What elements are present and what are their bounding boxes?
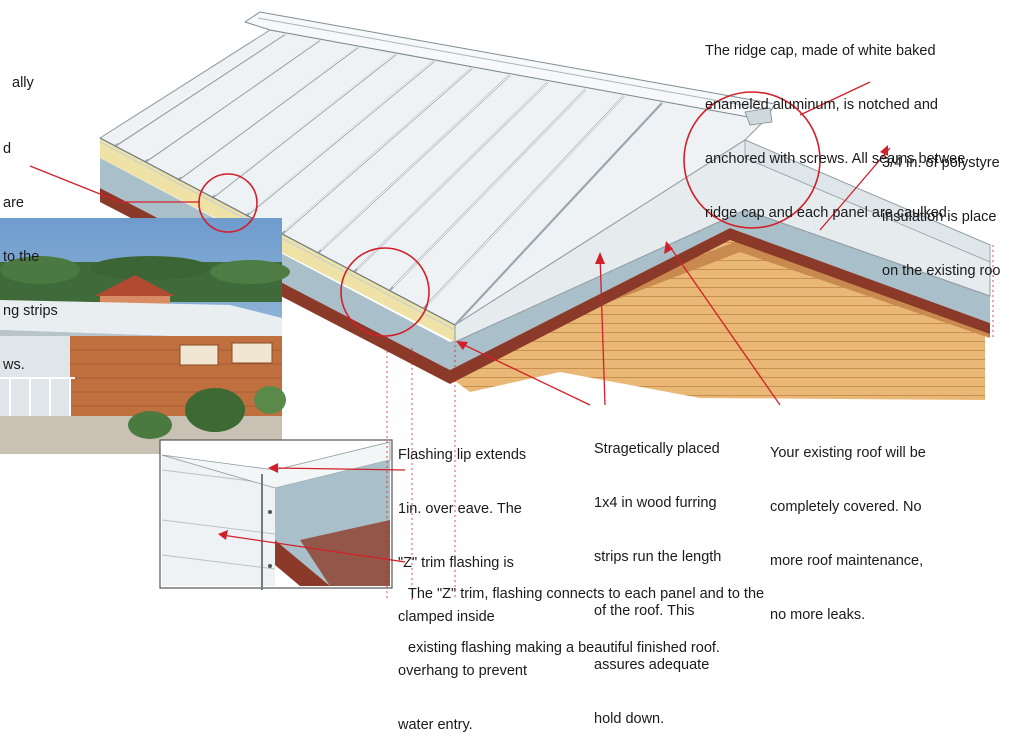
callout-existing-roof: Your existing roof will be completely co… <box>770 445 926 623</box>
callout-circles <box>198 91 821 337</box>
ridge-cap <box>243 11 776 126</box>
circle-flashing <box>340 247 430 337</box>
roof-seam-highlights <box>117 31 627 306</box>
callout-z-trim: The "Z" trim, flashing connects to each … <box>408 586 765 656</box>
roof-panels <box>99 29 991 343</box>
guide-dashes <box>386 245 994 600</box>
circle-eave <box>198 173 258 233</box>
leader-arrowheads <box>218 145 888 540</box>
detail-inset <box>159 439 393 590</box>
callout-top-left-fragment: ally d are to the ng strips ws. <box>3 75 58 373</box>
callout-insulation: 3/4 in. of polystyre insulation is place… <box>882 155 1001 279</box>
leader-lines <box>29 81 891 563</box>
circle-ridge <box>683 91 821 229</box>
callout-ridge-cap: The ridge cap, made of white baked ename… <box>705 43 966 221</box>
roof-diagram <box>0 11 994 600</box>
